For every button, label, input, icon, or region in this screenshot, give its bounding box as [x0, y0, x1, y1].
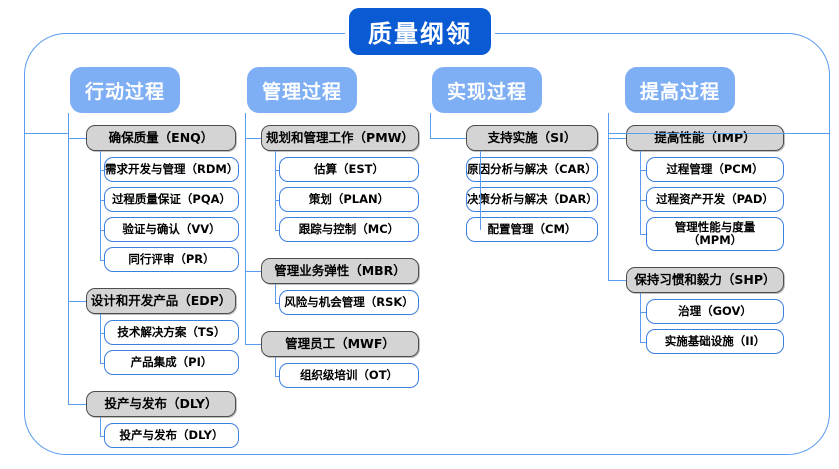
leaf-node: 产品集成（PI）: [104, 350, 239, 375]
connector-group-subtrunk: [100, 314, 102, 363]
group-header: 确保质量（ENQ）: [86, 125, 236, 151]
connector-group-to-leaf: [275, 199, 279, 201]
connector-group-to-leaf: [275, 229, 279, 231]
leaf-node: 跟踪与控制（MC）: [279, 217, 419, 242]
connector-group-to-leaf: [640, 169, 646, 171]
leaf-node: 同行评审（PR）: [104, 247, 239, 272]
diagram-title: 质量纲领: [349, 8, 491, 55]
group-header: 支持实施（SI）: [466, 125, 598, 151]
connector-trunk-to-group: [245, 344, 261, 346]
column-header-col-action: 行动过程: [70, 67, 180, 113]
leaf-node: 估算（EST）: [279, 157, 419, 182]
connector-frame-left: [24, 133, 68, 135]
connector-trunk-to-group: [68, 138, 86, 140]
connector-column-trunk: [608, 113, 610, 280]
leaf-node: 验证与确认（VV）: [104, 217, 239, 242]
group-header: 规划和管理工作（PMW）: [261, 125, 419, 151]
connector-group-to-leaf: [640, 311, 646, 313]
leaf-node: 组织级培训（OT）: [279, 363, 419, 388]
connector-group-to-leaf: [100, 362, 104, 364]
leaf-node: 策划（PLAN）: [279, 187, 419, 212]
column-header-col-improve: 提高过程: [625, 67, 735, 113]
connector-group-subtrunk: [275, 284, 277, 303]
connector-group-to-leaf: [100, 435, 104, 437]
connector-group-subtrunk: [275, 357, 277, 376]
group-header: 保持习惯和毅力（SHP）: [626, 267, 784, 293]
connector-group-to-leaf: [100, 229, 104, 231]
leaf-line: 管理性能与度量: [674, 219, 756, 234]
connector-group-to-leaf: [275, 375, 279, 377]
group-header: 投产与发布（DLY）: [86, 391, 236, 417]
leaf-node: 技术解决方案（TS）: [104, 320, 239, 345]
leaf-node: 决策分析与解决（DAR）: [466, 187, 598, 212]
connector-trunk-to-group: [608, 138, 626, 140]
connector-group-to-leaf: [640, 341, 646, 343]
group-header: 提高性能（IMP）: [626, 125, 784, 151]
group-header: 管理业务弹性（MBR）: [261, 258, 419, 284]
connector-group-subtrunk: [100, 151, 102, 260]
connector-group-to-leaf: [275, 169, 279, 171]
leaf-node: 实施基础设施（II）: [646, 329, 784, 354]
leaf-node: 配置管理（CM）: [466, 217, 598, 242]
group-header: 设计和开发产品（EDP）: [86, 288, 236, 314]
connector-trunk-to-group: [68, 301, 86, 303]
connector-frame-right-hidden: [608, 133, 830, 135]
connector-group-to-leaf: [275, 302, 279, 304]
connector-group-to-leaf: [100, 332, 104, 334]
connector-trunk-to-group: [430, 138, 466, 140]
leaf-line: （MPM）: [687, 233, 743, 247]
connector-column-trunk: [245, 113, 247, 344]
connector-trunk-to-group: [245, 138, 261, 140]
leaf-node: 原因分析与解决（CAR）: [466, 157, 598, 182]
column-header-col-manage: 管理过程: [247, 67, 357, 113]
connector-group-subtrunk: [100, 417, 102, 436]
connector-group-subtrunk: [480, 151, 482, 230]
connector-trunk-to-group: [608, 280, 626, 282]
connector-column-trunk: [68, 113, 70, 404]
column-header-col-realize: 实现过程: [432, 67, 542, 113]
leaf-node: 过程质量保证（PQA）: [104, 187, 239, 212]
connector-group-to-leaf: [640, 199, 646, 201]
connector-trunk-to-group: [68, 404, 86, 406]
leaf-node: 过程管理（PCM）: [646, 157, 784, 182]
leaf-node: 过程资产开发（PAD）: [646, 187, 784, 212]
connector-group-to-leaf: [100, 259, 104, 261]
connector-group-subtrunk: [640, 151, 642, 234]
leaf-node: 风险与机会管理（RSK）: [279, 290, 419, 315]
connector-group-to-leaf: [100, 169, 104, 171]
connector-group-to-leaf: [100, 199, 104, 201]
leaf-node: 投产与发布（DLY）: [104, 423, 239, 448]
connector-group-to-leaf: [640, 234, 646, 236]
leaf-node: 治理（GOV）: [646, 299, 784, 324]
leaf-node: 需求开发与管理（RDM）: [104, 157, 239, 182]
connector-group-subtrunk: [640, 293, 642, 342]
connector-trunk-to-group: [245, 271, 261, 273]
group-header: 管理员工（MWF）: [261, 331, 419, 357]
leaf-node: 管理性能与度量（MPM）: [646, 217, 784, 251]
connector-column-trunk: [430, 113, 432, 138]
connector-group-subtrunk: [275, 151, 277, 230]
